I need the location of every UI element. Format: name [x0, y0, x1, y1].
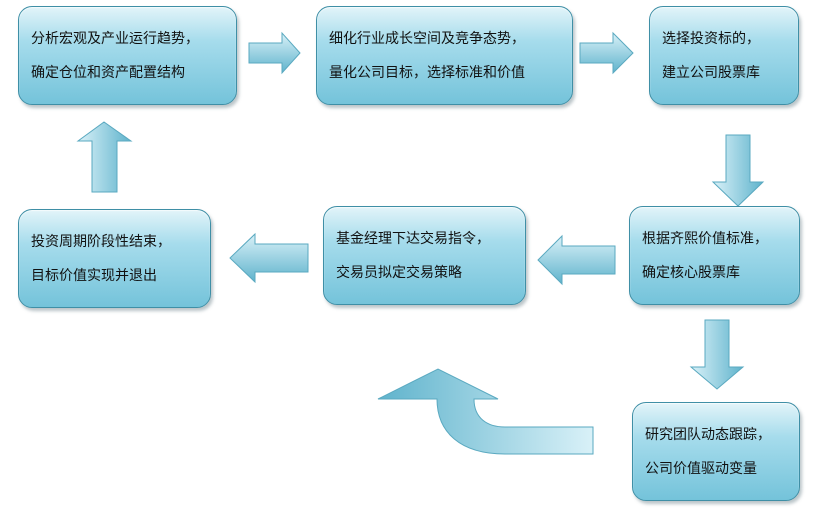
- step-exit: 投资周期阶段性结束， 目标价值实现并退出: [18, 209, 211, 308]
- step-text-line: 量化公司目标，选择标准和价值: [329, 64, 525, 81]
- arrow-left-2: [229, 232, 309, 284]
- arrow-right-2: [579, 31, 634, 75]
- step-text-line: 交易员拟定交易策略: [336, 264, 462, 281]
- step-text-line: 投资周期阶段性结束，: [31, 233, 171, 250]
- arrow-left-1: [537, 234, 616, 286]
- step-text-line: 公司价值驱动变量: [645, 460, 757, 477]
- step-text-line: 选择投资标的，: [662, 30, 760, 47]
- arrow-right-1: [248, 31, 301, 75]
- step-text-line: 目标价值实现并退出: [31, 267, 157, 284]
- arrow-up-1: [76, 121, 133, 193]
- step-core-stock-pool: 根据齐熙价值标准， 确定核心股票库: [629, 206, 800, 305]
- step-text-line: 确定仓位和资产配置结构: [31, 64, 185, 81]
- step-text-line: 研究团队动态跟踪，: [645, 426, 771, 443]
- step-macro-analysis: 分析宏观及产业运行趋势， 确定仓位和资产配置结构: [18, 6, 237, 105]
- step-research-tracking: 研究团队动态跟踪， 公司价值驱动变量: [632, 402, 800, 501]
- step-text-line: 细化行业成长空间及竞争态势，: [329, 30, 525, 47]
- step-text-line: 根据齐熙价值标准，: [642, 230, 768, 247]
- step-build-stock-pool: 选择投资标的， 建立公司股票库: [649, 6, 799, 105]
- step-industry-analysis: 细化行业成长空间及竞争态势， 量化公司目标，选择标准和价值: [316, 6, 573, 105]
- arrow-down-1: [711, 134, 765, 207]
- step-trade-order: 基金经理下达交易指令， 交易员拟定交易策略: [323, 206, 526, 305]
- step-text-line: 分析宏观及产业运行趋势，: [31, 30, 199, 47]
- step-text-line: 基金经理下达交易指令，: [336, 230, 490, 247]
- arrow-uturn: [377, 368, 594, 455]
- arrow-down-2: [689, 319, 745, 390]
- step-text-line: 确定核心股票库: [642, 264, 740, 281]
- step-text-line: 建立公司股票库: [662, 64, 760, 81]
